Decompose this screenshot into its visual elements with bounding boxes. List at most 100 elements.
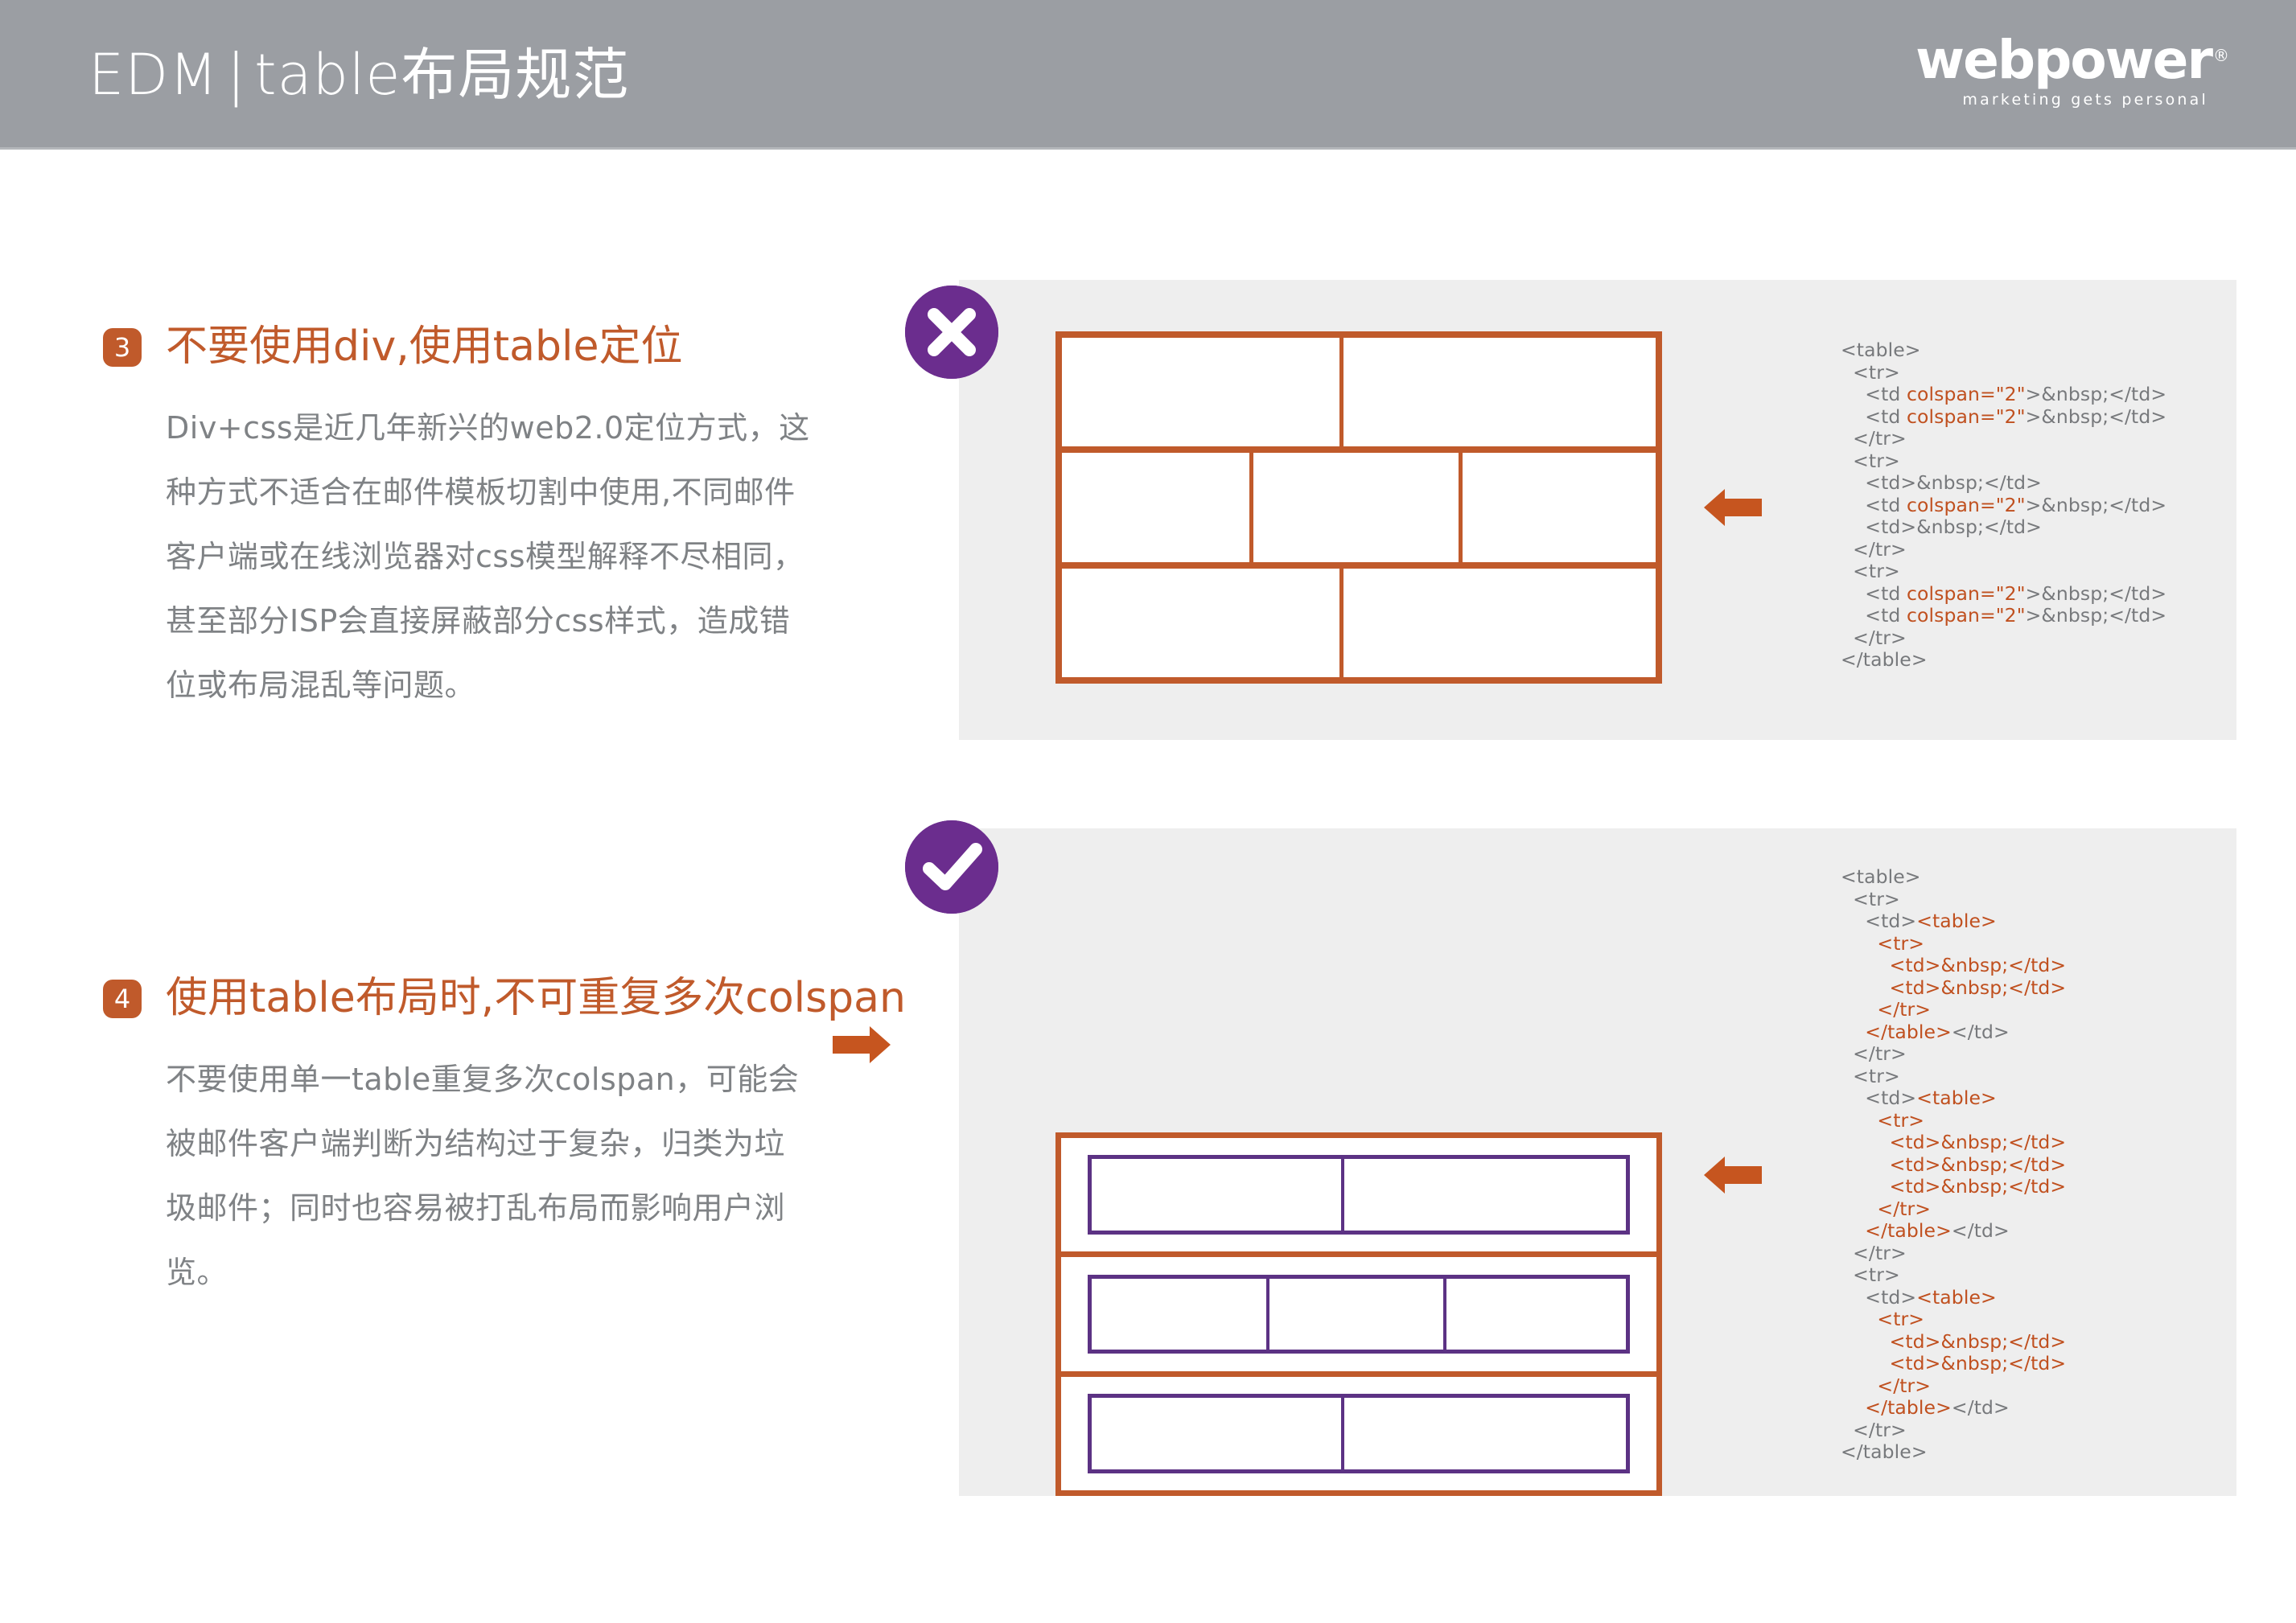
- code-token: colspan="2": [1906, 604, 2026, 627]
- code-token: <tr>: [1853, 360, 1900, 384]
- code-token: <td>&nbsp;</td>: [1889, 1153, 2067, 1176]
- code-line: <td>&nbsp;</td>: [1841, 516, 2166, 539]
- code-token: <td>&nbsp;</td>: [1889, 976, 2067, 999]
- code-token: </table>: [1841, 1440, 1928, 1463]
- diagram-inner-table: [1088, 1155, 1630, 1235]
- code-line: </table>: [1841, 648, 2166, 672]
- code-token: </tr>: [1853, 427, 1907, 450]
- code-token: <td>: [1865, 1285, 1917, 1309]
- diagram-inner-table: [1088, 1274, 1630, 1354]
- code-line: <td colspan="2">&nbsp;</td>: [1841, 383, 2167, 406]
- code-token: <tr>: [1853, 560, 1900, 582]
- page-title-main: EDM: [88, 42, 219, 108]
- code-token: </tr>: [1853, 1042, 1907, 1065]
- code-token: colspan="2": [1906, 581, 2026, 605]
- good-example-code: <table> <tr> <td><table> <tr> <td>&nbsp;…: [1841, 865, 2067, 1464]
- code-line: <td><table>: [1841, 1285, 2066, 1309]
- code-token: <td>: [1865, 1087, 1917, 1109]
- code-token: </tr>: [1853, 537, 1907, 561]
- check-icon: [905, 820, 998, 914]
- page-title-sub: table布局规范: [254, 42, 630, 108]
- code-line: <tr>: [1841, 1064, 2066, 1088]
- code-line: <td>&nbsp;</td>: [1841, 1131, 2067, 1154]
- code-token: <td>&nbsp;</td>: [1865, 516, 2042, 538]
- code-token: <td>&nbsp;</td>: [1889, 954, 2067, 976]
- code-token: >&nbsp;</td>: [2025, 604, 2167, 627]
- code-token: </table>: [1865, 1396, 1952, 1419]
- code-line: <td>&nbsp;</td>: [1841, 471, 2166, 495]
- diagram-cell: [1442, 1278, 1626, 1350]
- code-line: <tr>: [1841, 450, 2166, 473]
- code-token: <tr>: [1853, 887, 1900, 910]
- diagram-cell: [1092, 1159, 1341, 1231]
- section-4-title: 使用table布局时,不可重复多次colspan: [166, 974, 907, 1022]
- code-token: </td>: [1951, 1396, 2010, 1419]
- code-line: </tr>: [1841, 998, 2066, 1021]
- code-token: <table>: [1841, 339, 1921, 361]
- arrow-left-icon: [1704, 1150, 1762, 1200]
- code-token: </tr>: [1877, 1197, 1932, 1220]
- code-token: <td>&nbsp;</td>: [1865, 471, 2042, 494]
- code-line: </table></td>: [1841, 1021, 2066, 1044]
- cross-icon: [905, 286, 998, 379]
- diagram-cell: [1341, 1159, 1625, 1231]
- code-line: <td>&nbsp;</td>: [1841, 1330, 2067, 1354]
- code-line: <tr>: [1841, 360, 2166, 384]
- code-token: <td: [1865, 581, 1907, 605]
- code-line: <table>: [1841, 865, 2066, 889]
- diagram-cell: [1062, 453, 1249, 561]
- code-line: <td colspan="2">&nbsp;</td>: [1841, 405, 2166, 429]
- diagram-cell: [1339, 338, 1656, 447]
- code-line: </tr>: [1841, 427, 2166, 450]
- diagram-cell: [1249, 453, 1459, 562]
- code-token: >&nbsp;</td>: [2025, 383, 2167, 405]
- bad-example-code: <table> <tr> <td colspan="2">&nbsp;</td>…: [1841, 339, 2166, 672]
- code-token: <tr>: [1877, 1108, 1925, 1132]
- diagram-cell: [1458, 453, 1656, 562]
- diagram-row: [1062, 446, 1656, 562]
- code-token: <table>: [1916, 1087, 1997, 1109]
- logo-tagline: marketing gets personal: [1962, 91, 2208, 109]
- section-3-number-badge: 3: [103, 328, 142, 367]
- diagram-outer-row: [1061, 1251, 1656, 1370]
- section-item-4: 4 使用table布局时,不可重复多次colspan 不要使用单一table重复…: [103, 973, 906, 1305]
- code-line: <td><table>: [1841, 910, 2066, 933]
- code-token: <td: [1865, 604, 1907, 627]
- code-line: </tr>: [1841, 627, 2166, 650]
- code-token: <tr>: [1877, 931, 1925, 955]
- good-table-diagram: [1055, 1132, 1662, 1496]
- code-token: <tr>: [1853, 1064, 1900, 1087]
- code-token: colspan="2": [1906, 405, 2026, 428]
- code-token: <table>: [1916, 1285, 1997, 1309]
- diagram-cell: [1062, 569, 1339, 677]
- section-3-body: Div+css是近几年新兴的web2.0定位方式，这种方式不适合在邮件模板切割中…: [166, 410, 810, 703]
- code-token: </tr>: [1877, 1374, 1932, 1397]
- code-token: <td>&nbsp;</td>: [1889, 1352, 2067, 1374]
- code-line: <tr>: [1841, 931, 2066, 955]
- code-token: <td>: [1865, 910, 1917, 932]
- code-line: </tr>: [1841, 537, 2166, 561]
- code-token: </tr>: [1853, 1241, 1907, 1264]
- code-line: </table>: [1841, 1440, 2066, 1464]
- diagram-cell: [1265, 1278, 1443, 1350]
- code-line: </tr>: [1841, 1418, 2066, 1442]
- code-token: </td>: [1951, 1020, 2010, 1043]
- code-token: <td: [1865, 405, 1907, 428]
- code-line: <td>&nbsp;</td>: [1841, 1175, 2067, 1198]
- code-token: >&nbsp;</td>: [2025, 581, 2167, 605]
- section-item-3: 3 不要使用div,使用table定位 Div+css是近几年新兴的web2.0…: [103, 322, 811, 717]
- page-title-separator: |: [226, 42, 247, 108]
- code-line: </tr>: [1841, 1198, 2066, 1221]
- diagram-cell: [1339, 568, 1656, 677]
- code-line: <td>&nbsp;</td>: [1841, 1153, 2067, 1177]
- code-line: <tr>: [1841, 1108, 2066, 1132]
- arrow-left-icon: [1704, 483, 1762, 532]
- code-token: <table>: [1841, 865, 1921, 888]
- diagram-outer-row: [1061, 1370, 1656, 1490]
- code-line: <td><table>: [1841, 1087, 2066, 1110]
- section-3-header: 3 不要使用div,使用table定位: [103, 322, 811, 372]
- diagram-cell: [1092, 1398, 1341, 1469]
- code-token: </table>: [1865, 1020, 1952, 1043]
- code-token: </tr>: [1853, 1418, 1907, 1441]
- code-token: </tr>: [1853, 626, 1907, 649]
